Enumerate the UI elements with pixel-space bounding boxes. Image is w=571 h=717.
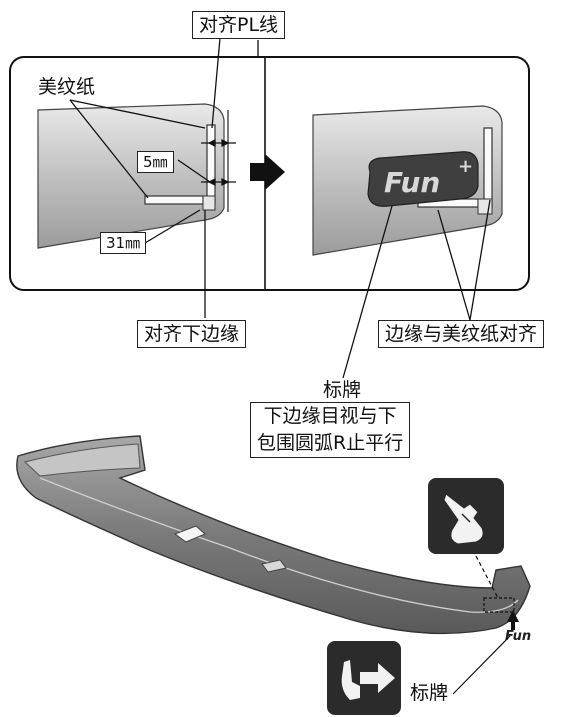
masking-tape-horizontal (144, 195, 204, 205)
up-arrow-icon (507, 610, 519, 630)
dimension-5mm-label: 5㎜ (137, 151, 174, 173)
leader-hand-to-lip (475, 555, 499, 599)
badge-instruction-line2: 包围圆弧R止平行 (257, 432, 404, 454)
leader-bottom-label (452, 635, 511, 695)
leader-lines-right (342, 199, 491, 379)
emblem-text: Fun (384, 166, 440, 199)
fun-emblem-badge (367, 151, 479, 207)
textured-paper-label: 美纹纸 (38, 76, 96, 98)
badge-bottom-label: 标牌 (410, 682, 449, 704)
lip-cutout-2 (261, 559, 287, 573)
emblem-plus: + (458, 156, 473, 177)
dimension-5mm-arrows (201, 139, 236, 186)
align-pl-line-label: 对齐PL线 (192, 11, 286, 39)
badge-instruction-box: 下边缘目视与下 包围圆弧R止平行 (250, 402, 411, 458)
align-bottom-edge-label: 对齐下边缘 (137, 320, 247, 348)
hand-insert-arrow-icon (327, 641, 401, 715)
masking-tape-vertical (206, 124, 216, 204)
front-lip-top-surface (23, 443, 141, 477)
leader-lines-left (69, 37, 259, 318)
right-arrow-icon (250, 154, 285, 190)
front-lip-inner-edge (39, 477, 519, 613)
dimension-31mm-label: 31㎜ (100, 232, 147, 254)
badge-title: 标牌 (323, 379, 362, 401)
edge-align-paper-label: 边缘与美纹纸对齐 (378, 320, 545, 348)
badge-instruction-line1: 下边缘目视与下 (263, 405, 397, 427)
small-emblem: Fun (505, 629, 531, 644)
masking-tape-vertical-right (483, 127, 493, 209)
lip-cutout-1 (173, 525, 206, 543)
emblem-position-marker (483, 597, 515, 613)
hand-press-icon (428, 478, 504, 554)
badge-instruction: 下边缘目视与下 包围圆弧R止平行 (250, 402, 411, 458)
tape-corner (202, 195, 216, 211)
